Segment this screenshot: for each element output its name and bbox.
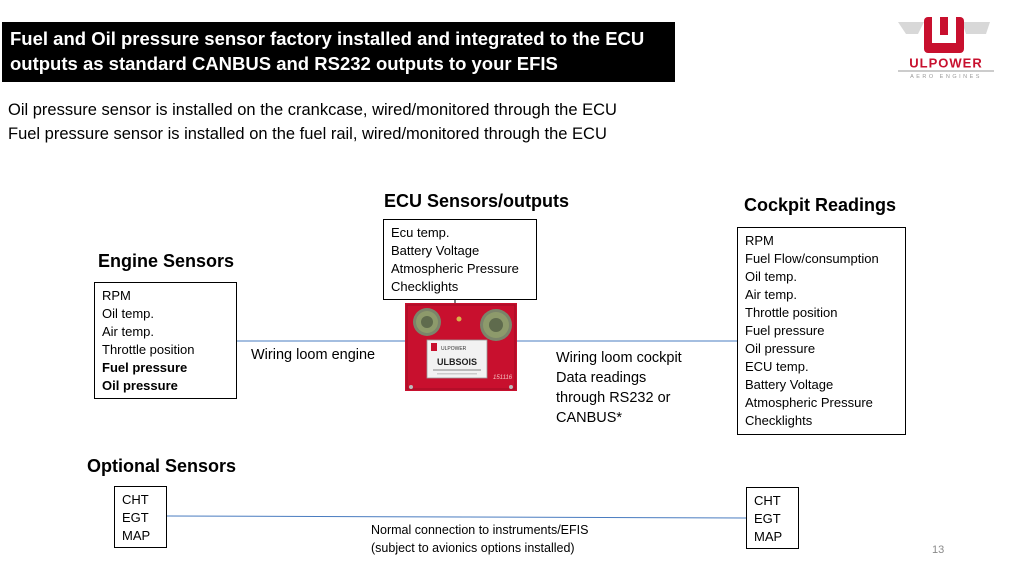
title-line-2: outputs as standard CANBUS and RS232 out… — [10, 53, 558, 74]
list-item: Oil temp. — [102, 306, 155, 321]
ecu-unit-serial: 151116 — [493, 375, 513, 381]
optional-sensors-right-list: CHT EGT MAP — [754, 492, 798, 546]
list-item: MAP — [122, 528, 151, 543]
list-item: Throttle position — [745, 305, 838, 320]
wiring-cockpit-line-4: CANBUS* — [556, 410, 623, 426]
title-line-1: Fuel and Oil pressure sensor factory ins… — [10, 28, 645, 49]
slide-title: Fuel and Oil pressure sensor factory ins… — [2, 22, 675, 82]
optional-connection-note: Normal connection to instruments/EFIS (s… — [371, 521, 588, 557]
list-item: Atmospheric Pressure — [745, 395, 873, 410]
optional-sensors-heading: Optional Sensors — [87, 456, 237, 476]
svg-text:AERO ENGINES: AERO ENGINES — [910, 74, 982, 80]
list-item: MAP — [754, 529, 783, 544]
intro-line-2: Fuel pressure sensor is installed on the… — [8, 125, 607, 143]
wiring-cockpit-line-2: Data readings — [556, 370, 647, 386]
list-item: Fuel Flow/consumption — [745, 251, 879, 266]
ulpower-logo: ULPOWER AERO ENGINES — [896, 14, 996, 82]
ecu-unit-model: ULBSOIS — [437, 357, 477, 367]
wiring-cockpit-line-1: Wiring loom cockpit — [556, 350, 682, 366]
intro-text: Oil pressure sensor is installed on the … — [8, 98, 617, 146]
list-item: CHT — [754, 493, 781, 508]
svg-text:ULPOWER: ULPOWER — [441, 346, 467, 352]
list-item: Checklights — [745, 413, 813, 428]
list-item: Oil temp. — [745, 269, 798, 284]
ecu-unit-image: ULPOWER ULBSOIS 151116 — [405, 303, 517, 391]
list-item: Checklights — [391, 279, 459, 294]
engine-sensors-heading: Engine Sensors — [98, 251, 235, 271]
list-item: Oil pressure — [745, 341, 816, 356]
optional-sensors-line — [166, 515, 747, 519]
list-item: EGT — [754, 511, 781, 526]
optional-sensors-left-list: CHT EGT MAP — [122, 491, 166, 545]
list-item: Battery Voltage — [745, 377, 834, 392]
page-number: 13 — [932, 544, 945, 556]
list-item: Air temp. — [102, 324, 155, 339]
list-item: Oil pressure — [102, 378, 178, 393]
list-item: Fuel pressure — [102, 360, 188, 375]
list-item: Fuel pressure — [745, 323, 825, 338]
wiring-cockpit-line-3: through RS232 or — [556, 390, 671, 406]
list-item: RPM — [102, 288, 131, 303]
list-item: Atmospheric Pressure — [391, 261, 519, 276]
list-item: Air temp. — [745, 287, 798, 302]
list-item: CHT — [122, 492, 149, 507]
ecu-heading: ECU Sensors/outputs — [384, 191, 570, 211]
list-item: Ecu temp. — [391, 225, 450, 240]
list-item: ECU temp. — [745, 359, 809, 374]
logo-brand: ULPOWER — [909, 56, 982, 71]
list-item: Battery Voltage — [391, 243, 480, 258]
list-item: RPM — [745, 233, 774, 248]
wiring-loom-engine-label: Wiring loom engine — [251, 347, 376, 363]
optional-sensors-left-box: CHT EGT MAP — [114, 486, 167, 548]
list-item: EGT — [122, 510, 149, 525]
wiring-loom-cockpit-label: Wiring loom cockpit Data readings throug… — [556, 348, 682, 428]
connection-note-line-1: Normal connection to instruments/EFIS — [371, 523, 589, 537]
optional-sensors-right-box: CHT EGT MAP — [746, 487, 799, 549]
intro-line-1: Oil pressure sensor is installed on the … — [8, 101, 617, 119]
cockpit-heading: Cockpit Readings — [744, 195, 897, 215]
connection-note-line-2: (subject to avionics options installed) — [371, 541, 575, 555]
list-item: Throttle position — [102, 342, 195, 357]
